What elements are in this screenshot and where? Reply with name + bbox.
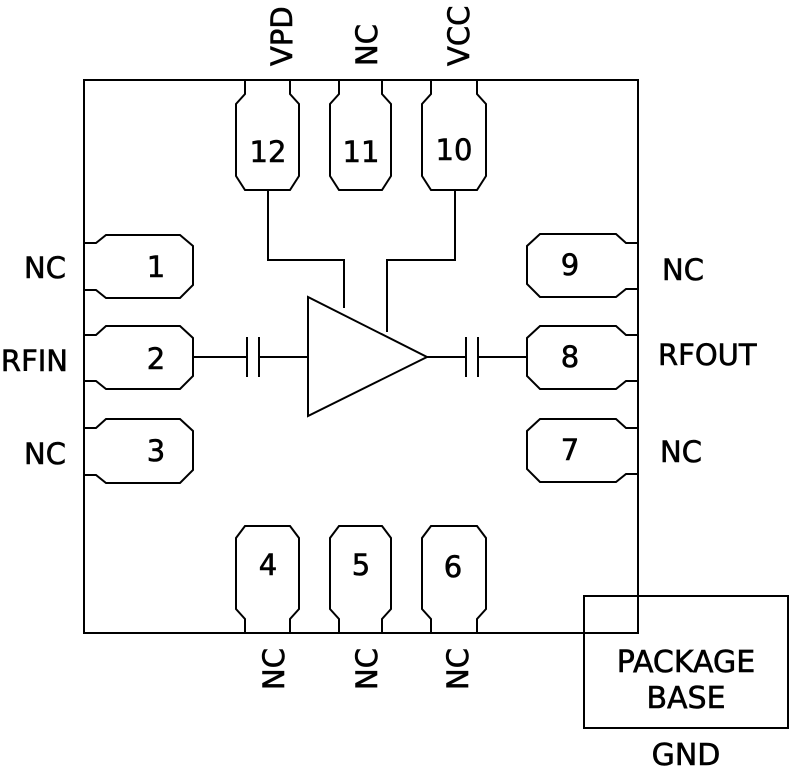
pin-name-12: VPD bbox=[265, 6, 299, 66]
pin-number-3: 3 bbox=[147, 434, 165, 468]
ground-label: GND bbox=[652, 738, 721, 772]
pin-number-6: 6 bbox=[444, 550, 462, 584]
pad-7 bbox=[526, 418, 638, 483]
chip-body bbox=[83, 79, 639, 634]
pin-name-5: NC bbox=[350, 648, 384, 690]
pin-number-2: 2 bbox=[147, 342, 165, 376]
pin-number-5: 5 bbox=[352, 548, 370, 582]
vcc-wire bbox=[386, 190, 456, 332]
pin-name-11: NC bbox=[350, 24, 384, 66]
pin-name-1: NC bbox=[24, 251, 66, 285]
pin-number-8: 8 bbox=[561, 340, 579, 374]
package-base-box bbox=[583, 595, 789, 729]
pin-number-4: 4 bbox=[259, 548, 277, 582]
pad-3 bbox=[84, 418, 194, 484]
pad-4 bbox=[235, 525, 300, 633]
pin-name-3: NC bbox=[24, 437, 66, 471]
pin-number-12: 12 bbox=[250, 135, 287, 169]
pin-name-9: NC bbox=[662, 253, 704, 287]
pin-number-10: 10 bbox=[436, 133, 473, 167]
pin-name-6: NC bbox=[441, 648, 475, 690]
pin-name-7: NC bbox=[660, 435, 702, 469]
pin-number-9: 9 bbox=[561, 248, 579, 282]
pad-5 bbox=[329, 525, 392, 633]
amplifier-symbol bbox=[307, 295, 430, 418]
pad-6 bbox=[421, 525, 487, 633]
pin-name-2: RFIN bbox=[1, 344, 68, 378]
pin-name-10: VCC bbox=[442, 6, 476, 66]
package-label-line1: PACKAGE bbox=[617, 645, 755, 680]
pad-11 bbox=[329, 80, 392, 191]
package-label-line2: BASE bbox=[646, 681, 725, 716]
pin-number-1: 1 bbox=[147, 250, 165, 284]
pin-name-4: NC bbox=[257, 648, 291, 690]
pin-name-8: RFOUT bbox=[658, 338, 757, 372]
pad-2 bbox=[84, 325, 194, 390]
pin-number-7: 7 bbox=[561, 433, 579, 467]
vpd-wire bbox=[267, 190, 345, 308]
pad-1 bbox=[84, 234, 194, 299]
pad-8 bbox=[526, 325, 638, 390]
pin-number-11: 11 bbox=[343, 135, 380, 169]
pad-9 bbox=[526, 233, 638, 298]
